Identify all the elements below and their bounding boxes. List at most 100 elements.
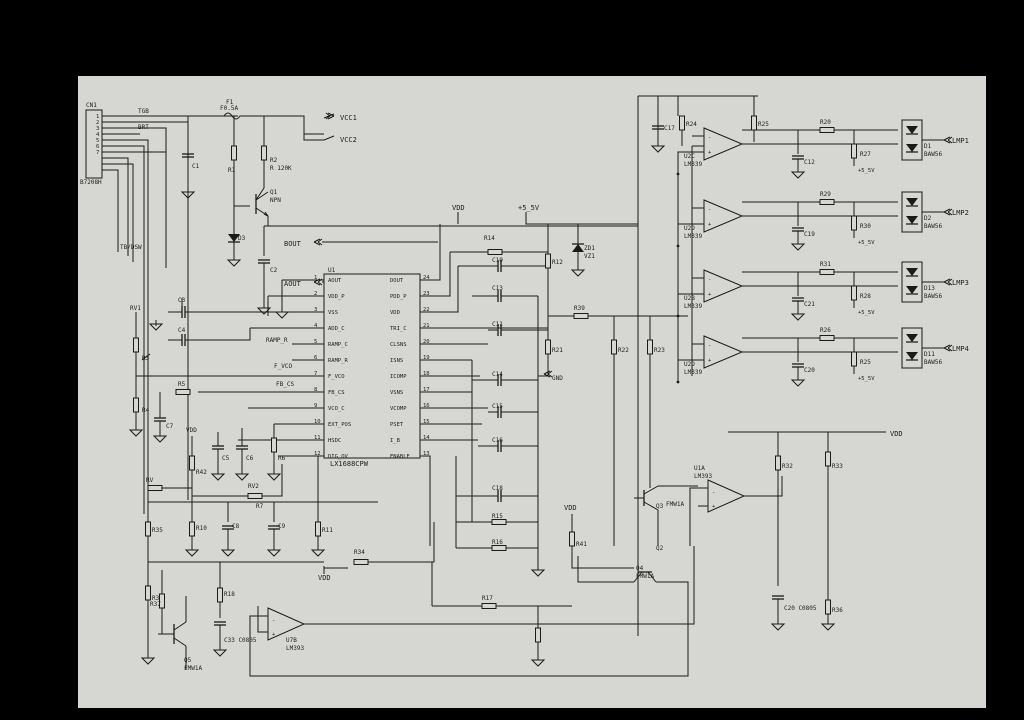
svg-text:FMW1A: FMW1A [666, 501, 684, 508]
svg-text:R17: R17 [482, 595, 493, 602]
svg-text:R23: R23 [654, 347, 665, 354]
cn1-pin: 4 [96, 132, 100, 138]
svg-text:R11: R11 [322, 527, 333, 534]
svg-text:Q3: Q3 [656, 503, 664, 510]
ic-pin-name: ISNS [390, 358, 403, 364]
ic-pin-number: 18 [423, 371, 430, 377]
svg-text:R37: R37 [150, 601, 161, 608]
net-vcc2: VCC2 [340, 136, 357, 144]
ic-pin-number: 16 [423, 403, 430, 409]
ic-pin-number: 5 [314, 339, 317, 345]
svg-text:Q5: Q5 [184, 657, 192, 664]
ic-pin-name: VSNS [390, 390, 403, 396]
svg-text:BAW56: BAW56 [924, 293, 942, 300]
sig-fbcs: FB_CS [276, 381, 294, 388]
svg-text:C1: C1 [192, 163, 200, 170]
svg-text:U2D: U2D [684, 361, 695, 368]
svg-text:ZD1: ZD1 [584, 245, 595, 252]
ic-pin-number: 13 [423, 451, 430, 457]
svg-text:FMW1A: FMW1A [184, 665, 202, 672]
ic-pin-name: EXT_POS [328, 422, 351, 428]
sig-ramp: RAMP_R [266, 337, 288, 344]
svg-text:C10: C10 [492, 257, 503, 264]
svg-text:F0.5A: F0.5A [220, 105, 238, 112]
output-label: LMP2 [952, 209, 969, 217]
svg-text:C8: C8 [232, 523, 240, 530]
transistor-q4: Q5 FMW1A [173, 621, 202, 672]
svg-text:+: + [708, 222, 712, 228]
net-aout: AOUT [284, 280, 302, 288]
svg-text:R29: R29 [820, 191, 831, 198]
ic-pin-name: RAMP_C [328, 342, 348, 348]
svg-text:C9: C9 [278, 523, 286, 530]
output-label: LMP4 [952, 345, 969, 353]
ic-pin-number: 4 [314, 323, 318, 329]
net-gnd-label: GND [552, 375, 563, 382]
ic-pin-number: 8 [314, 387, 317, 393]
ic-pin-number: 2 [314, 291, 317, 297]
svg-text:C11: C11 [492, 321, 503, 328]
svg-text:LM339: LM339 [684, 369, 702, 376]
net-vdd-mid: VDD [564, 504, 577, 512]
cn1-pin: 3 [96, 126, 99, 132]
ic-pin-name: DOUT [390, 278, 404, 284]
svg-text:R18: R18 [224, 591, 235, 598]
svg-text:R33: R33 [832, 463, 843, 470]
svg-text:C20 C0805: C20 C0805 [784, 605, 817, 612]
svg-text:LM339: LM339 [684, 303, 702, 310]
svg-text:R25: R25 [758, 121, 769, 128]
svg-text:R38: R38 [152, 595, 163, 602]
svg-text:RV2: RV2 [248, 483, 259, 490]
svg-text:D13: D13 [924, 285, 935, 292]
svg-text:-: - [708, 135, 711, 141]
svg-text:Q4: Q4 [636, 565, 644, 572]
ic-pin-name: ICOMP [390, 374, 407, 380]
svg-text:U2B: U2B [684, 295, 695, 302]
svg-text:C7: C7 [166, 423, 174, 430]
ic-pin-number: 21 [423, 323, 430, 329]
ic-pin-name: F_VCO [328, 374, 345, 380]
ic-pin-number: 24 [423, 275, 430, 281]
ic-pin-name: FB_CS [328, 390, 345, 396]
transistor-q3: Q3 FMW1A [643, 485, 684, 511]
ic-pin-number: 19 [423, 355, 430, 361]
svg-text:LM339: LM339 [684, 161, 702, 168]
svg-text:R36: R36 [832, 607, 843, 614]
ic-pin-name: PDD_P [390, 294, 407, 300]
svg-text:R35: R35 [152, 527, 163, 534]
svg-text:R21: R21 [552, 347, 563, 354]
svg-text:+: + [708, 150, 712, 156]
cn1-part: B7208H [80, 179, 102, 186]
svg-text:C6: C6 [246, 455, 254, 462]
net-vdd-top: VDD [452, 204, 465, 212]
svg-text:R3: R3 [142, 355, 150, 362]
ic-pin-number: 7 [314, 371, 317, 377]
sig-pv: RV [146, 477, 154, 484]
svg-text:-: - [708, 207, 711, 213]
svg-text:C14: C14 [492, 371, 503, 378]
ic-pin-number: 3 [314, 307, 317, 313]
ic-pin-number: 9 [314, 403, 317, 409]
svg-text:U1: U1 [328, 267, 336, 274]
svg-text:LM393: LM393 [694, 473, 712, 480]
svg-text:R26: R26 [820, 327, 831, 334]
cn1-ref: CN1 [86, 102, 97, 109]
net-vdd-bottom: VDD [318, 574, 331, 582]
svg-text:+5_5V: +5_5V [858, 168, 875, 174]
ic-pin-name: VSS [328, 310, 338, 316]
svg-text:C12: C12 [804, 159, 815, 166]
net-bout: BOUT [284, 240, 302, 248]
svg-text:R42: R42 [196, 469, 207, 476]
net-5v-top: +5_5V [518, 204, 540, 212]
ic-pin-name: ENABLE [390, 454, 410, 460]
svg-text:R4: R4 [142, 407, 150, 414]
svg-text:C19: C19 [804, 231, 815, 238]
